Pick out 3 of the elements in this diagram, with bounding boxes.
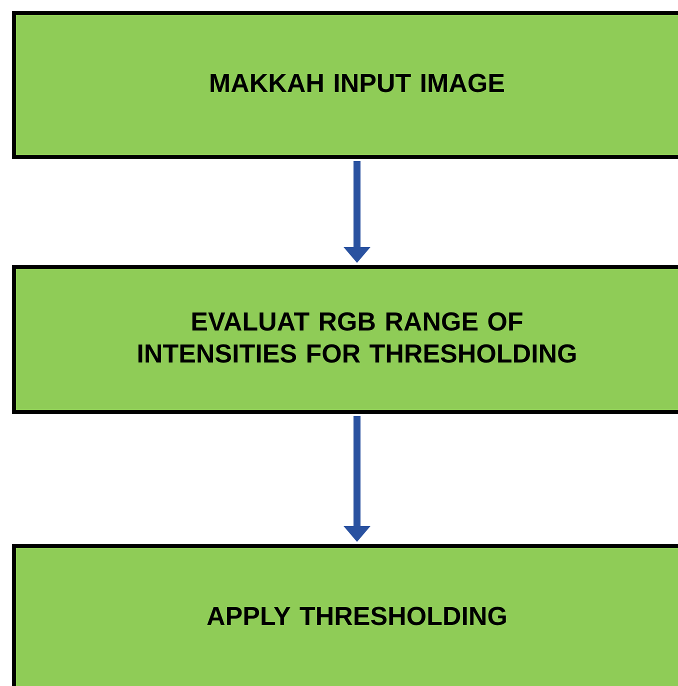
process-box: EVALUAT RGB RANGE OF INTENSITIES FOR THRESHOLDING [12, 265, 678, 414]
process-box: APPLY THRESHOLDING [12, 544, 678, 686]
process-box: MAKKAH INPUT IMAGE [12, 11, 678, 159]
